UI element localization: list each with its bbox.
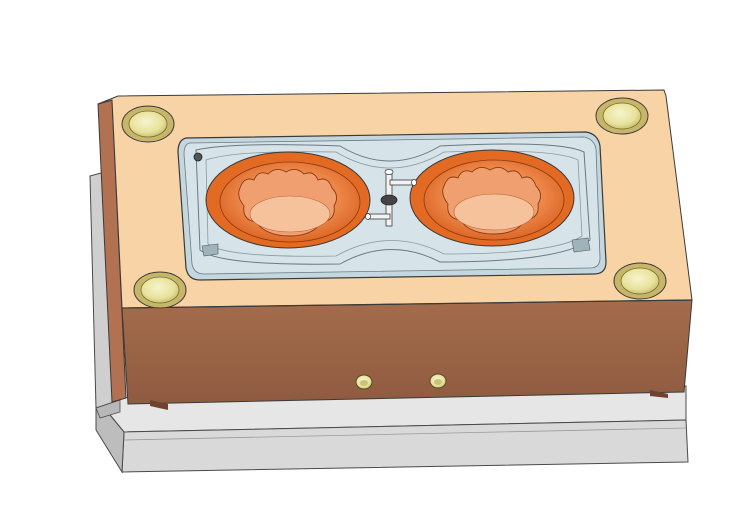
- runner-pins: [365, 169, 417, 227]
- guide-bushing-bottom-right: [613, 262, 667, 300]
- guide-bushing-bottom-left: [133, 271, 187, 309]
- cavity-plate-front: [121, 299, 693, 410]
- left-cavity: [205, 151, 371, 249]
- guide-bushing-top-right: [595, 97, 649, 135]
- right-cavity: [409, 149, 575, 247]
- guide-bushing-top-left: [121, 105, 175, 143]
